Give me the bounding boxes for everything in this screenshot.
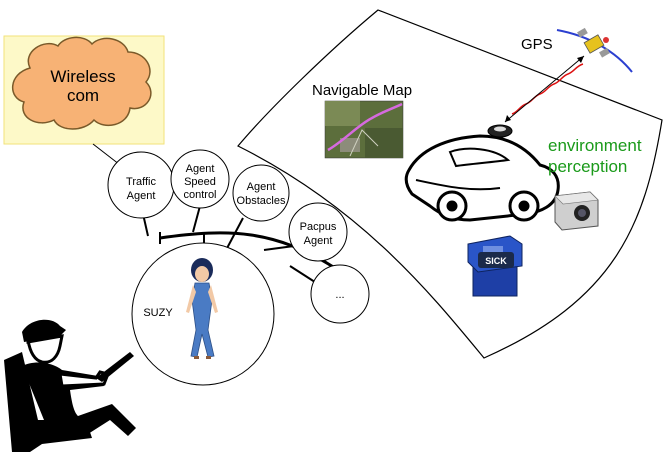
suzy-avatar-icon — [186, 258, 218, 359]
gps-signal-wave — [511, 63, 584, 115]
wireless-com-box: Wireless com — [3, 35, 165, 145]
navigable-map: Navigable Map — [312, 82, 412, 159]
environment-line1: environment — [548, 136, 642, 155]
obstacles-branch — [224, 217, 244, 253]
wireless-line2: com — [67, 86, 99, 105]
more-branch — [289, 265, 319, 285]
gps-arrowhead-top — [577, 56, 584, 63]
agent-speed-circle — [170, 149, 230, 209]
speed-branch — [192, 205, 201, 233]
gps-label: GPS — [521, 36, 553, 53]
agent-speed-line1: Agent — [186, 163, 215, 175]
cloud-icon — [12, 36, 152, 130]
agent-obstacles: Agent Obstacles — [232, 164, 290, 222]
suzy-label: SUZY — [143, 307, 173, 319]
agent-obstacles-line1: Agent — [247, 181, 276, 193]
agent-traffic-line2: Agent — [127, 190, 156, 202]
agent-pacpus-circle — [288, 202, 348, 262]
agent-more-label: ... — [335, 289, 344, 301]
pacpus-branch — [263, 245, 295, 251]
agent-more-circle — [310, 264, 370, 324]
sick-label: SICK — [485, 256, 507, 266]
agent-traffic: Traffic Agent — [107, 151, 175, 219]
environment-line2: perception — [548, 157, 627, 176]
gps-link-arrow — [504, 55, 585, 123]
agent-pacpus-line2: Agent — [304, 235, 333, 247]
sick-scanner-icon: SICK — [467, 235, 523, 297]
map-label: Navigable Map — [312, 82, 412, 99]
agent-obstacles-line2: Obstacles — [237, 195, 286, 207]
gps-arrowhead-bottom — [505, 115, 511, 122]
agent-more: ... — [310, 264, 370, 324]
agent-speed-control: Agent Speed control — [170, 149, 230, 209]
satellite-icon — [577, 27, 610, 58]
driver-icon — [4, 319, 136, 452]
car-icon — [404, 124, 560, 222]
agent-pacpus: Pacpus Agent — [288, 202, 348, 262]
agent-speed-line3: control — [183, 189, 216, 201]
agent-speed-line2: Speed — [184, 176, 216, 188]
camera-icon — [554, 191, 599, 231]
wireless-line1: Wireless — [50, 67, 115, 86]
agent-obstacles-circle — [232, 164, 290, 222]
map-thumbnail-icon — [324, 100, 404, 159]
agent-traffic-line1: Traffic — [126, 176, 156, 188]
gps: GPS — [504, 27, 633, 123]
agent-pacpus-line1: Pacpus — [300, 221, 337, 233]
suzy-node: SUZY — [131, 242, 275, 386]
